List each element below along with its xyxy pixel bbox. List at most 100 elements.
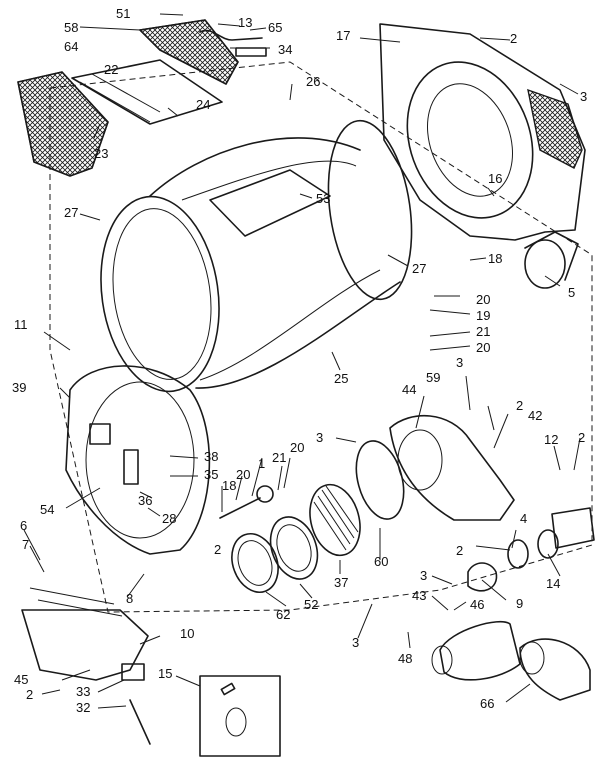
callout-20: 20 — [236, 467, 251, 482]
wire-harness — [199, 29, 263, 41]
door-switch — [121, 663, 145, 681]
thermostat — [123, 449, 139, 485]
callout-52: 52 — [304, 597, 319, 612]
callout-18: 18 — [488, 251, 503, 266]
callout-5: 5 — [568, 285, 576, 300]
callout-11: 11 — [14, 317, 28, 332]
callout-43: 43 — [412, 588, 427, 603]
callout-24: 24 — [196, 97, 211, 112]
callout-17: 17 — [336, 28, 351, 43]
callout-38: 38 — [204, 449, 219, 464]
toe-panel — [21, 587, 149, 681]
callout-3: 3 — [580, 89, 588, 104]
fuse-part — [220, 682, 236, 696]
callout-37: 37 — [334, 575, 349, 590]
front-bulkhead — [65, 365, 211, 555]
callout-60: 60 — [374, 554, 389, 569]
callout-16: 16 — [488, 171, 503, 186]
callout-3: 3 — [352, 635, 360, 650]
assembly-outline — [49, 61, 593, 613]
callout-53: 53 — [316, 191, 331, 206]
callout-20: 20 — [290, 440, 305, 455]
lint-grille — [138, 19, 239, 85]
exhaust-pipe — [439, 620, 521, 681]
callout-32: 32 — [76, 700, 91, 715]
callout-22: 22 — [104, 62, 119, 77]
callout-6: 6 — [20, 518, 28, 533]
callout-2: 2 — [516, 398, 524, 413]
exhaust-elbow — [519, 638, 591, 701]
callout-26: 26 — [306, 74, 321, 89]
callout-44: 44 — [402, 382, 417, 397]
lint-screen — [17, 71, 109, 177]
callout-27: 27 — [64, 205, 79, 220]
sensor-bracket — [89, 423, 111, 445]
kit-box — [199, 675, 281, 757]
callout-3: 3 — [420, 568, 428, 583]
callout-34: 34 — [278, 42, 293, 57]
idler-pulley — [256, 485, 274, 503]
switch-bracket — [235, 47, 267, 57]
switch-wire — [129, 699, 151, 745]
callout-46: 46 — [470, 597, 485, 612]
ring-seal — [231, 533, 279, 593]
callout-45: 45 — [14, 672, 29, 687]
drive-belt — [225, 707, 247, 737]
callout-1: 1 — [258, 456, 266, 471]
callout-2: 2 — [456, 543, 464, 558]
blower-seal — [355, 440, 405, 520]
callout-48: 48 — [398, 651, 413, 666]
callout-33: 33 — [76, 684, 91, 699]
callout-4: 4 — [520, 511, 528, 526]
callout-23: 23 — [94, 146, 109, 161]
callout-28: 28 — [162, 511, 177, 526]
callout-2: 2 — [578, 430, 586, 445]
exhaust-duct — [467, 507, 595, 592]
callout-3: 3 — [456, 355, 464, 370]
blower-ring — [269, 516, 319, 580]
idler-shaft — [219, 497, 261, 519]
callout-2: 2 — [214, 542, 222, 557]
callout-36: 36 — [138, 493, 153, 508]
callout-21: 21 — [476, 324, 491, 339]
callout-9: 9 — [516, 596, 524, 611]
callout-19: 19 — [476, 308, 491, 323]
blower-housing — [389, 414, 515, 521]
dryer-drum — [100, 119, 413, 393]
blower-wheel — [309, 483, 361, 557]
heater-duct — [524, 231, 579, 289]
callout-35: 35 — [204, 467, 219, 482]
callout-25: 25 — [334, 371, 349, 386]
callout-14: 14 — [546, 576, 561, 591]
callout-20: 20 — [476, 340, 491, 355]
callout-62: 62 — [276, 607, 291, 622]
leader-lines — [23, 13, 581, 709]
callout-59: 59 — [426, 370, 441, 385]
callout-12: 12 — [544, 432, 559, 447]
callout-66: 66 — [480, 696, 495, 711]
rear-bulkhead — [379, 23, 586, 241]
callout-51: 51 — [116, 6, 131, 21]
callout-27: 27 — [412, 261, 427, 276]
callout-65: 65 — [268, 20, 283, 35]
callout-13: 13 — [238, 15, 253, 30]
callout-64: 64 — [64, 39, 79, 54]
callout-10: 10 — [180, 626, 195, 641]
callout-21: 21 — [272, 450, 287, 465]
callout-8: 8 — [126, 591, 134, 606]
drum-baffle — [209, 169, 331, 237]
callout-54: 54 — [40, 502, 55, 517]
callout-2: 2 — [510, 31, 518, 46]
callout-39: 39 — [12, 380, 27, 395]
callout-15: 15 — [158, 666, 173, 681]
lint-screen-frame — [71, 59, 223, 125]
callout-18: 18 — [222, 478, 237, 493]
callout-58: 58 — [64, 20, 79, 35]
callout-42: 42 — [528, 408, 543, 423]
callout-20: 20 — [476, 292, 491, 307]
callout-3: 3 — [316, 430, 324, 445]
callout-2: 2 — [26, 687, 34, 702]
callout-7: 7 — [22, 537, 30, 552]
